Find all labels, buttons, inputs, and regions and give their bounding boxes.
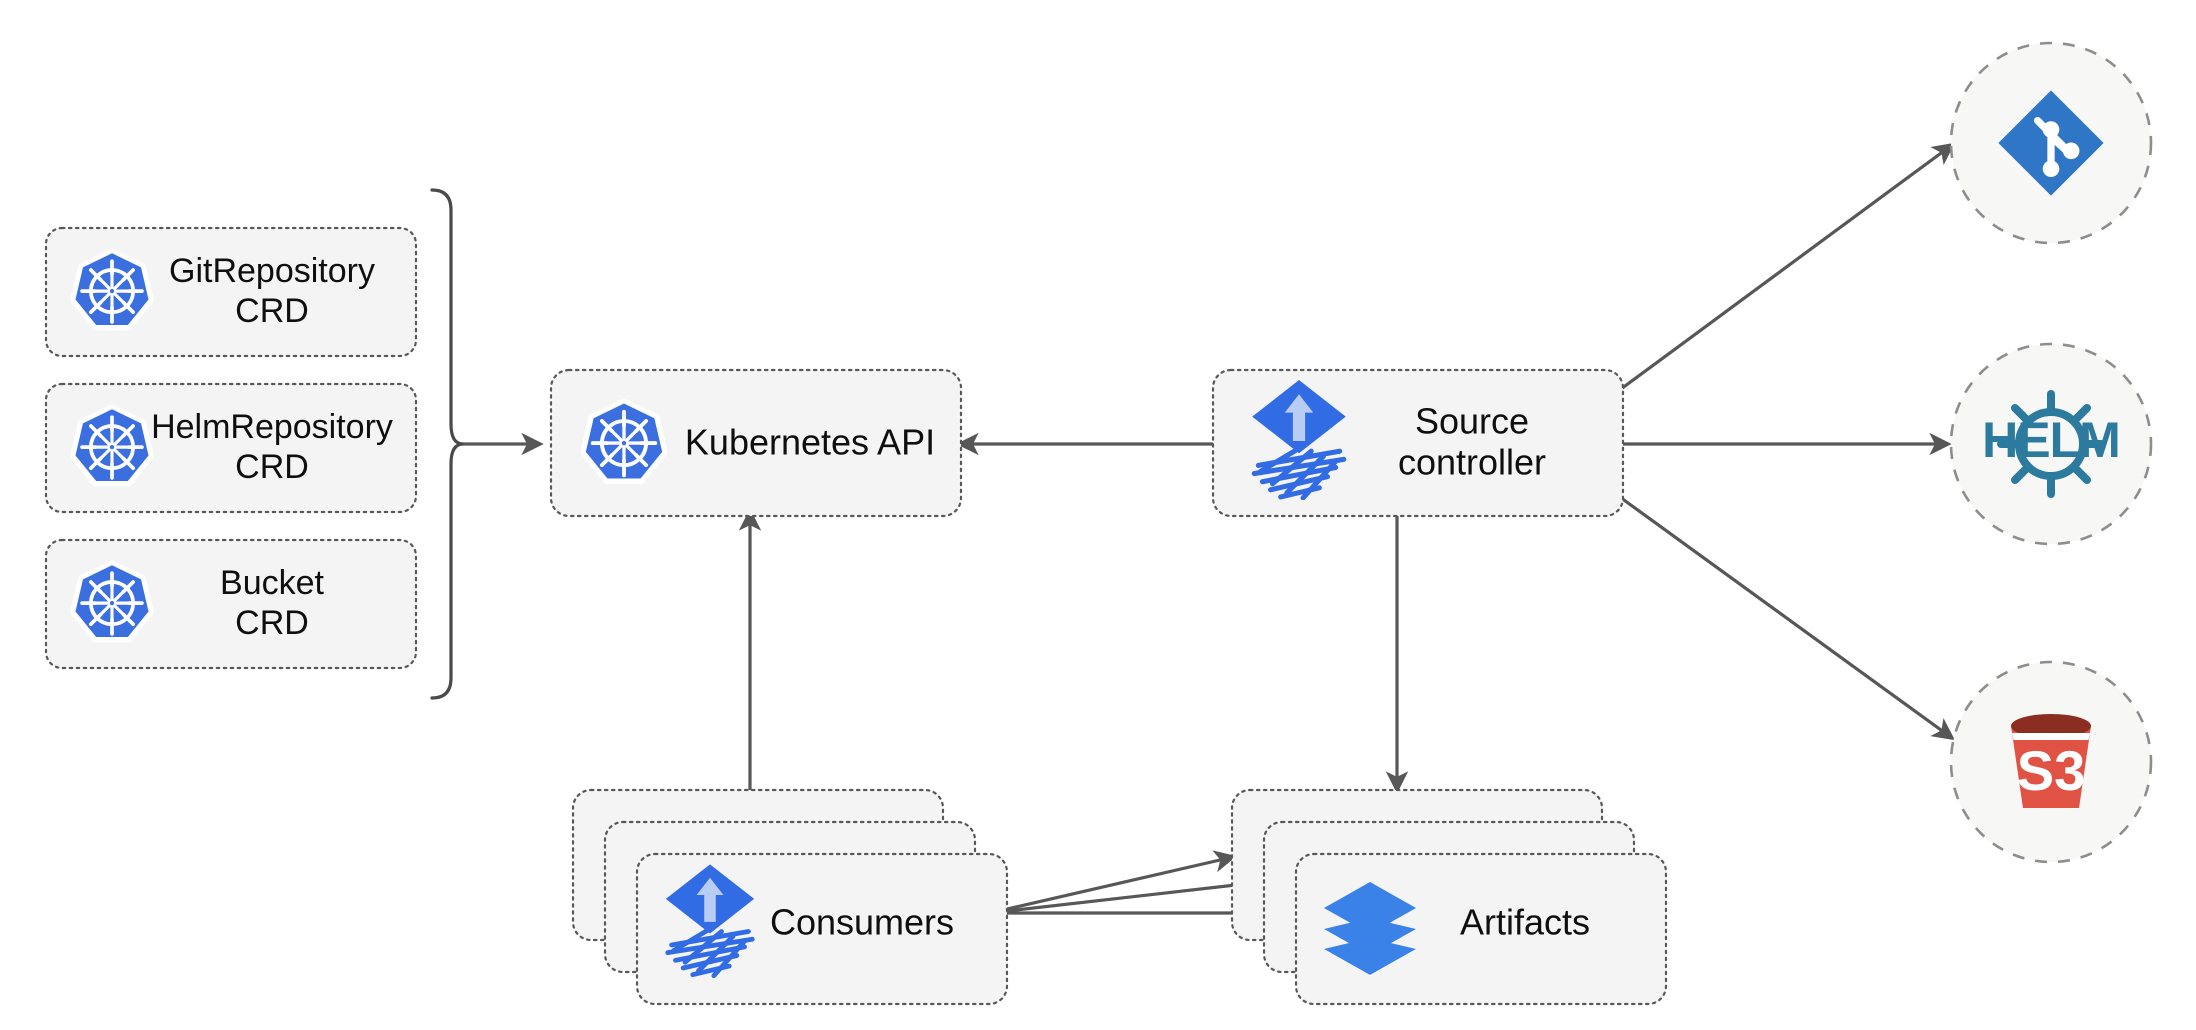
crd-label-line2: CRD <box>235 448 309 486</box>
crd-group: GitRepository CRD HelmRepository CRD Buc… <box>44 226 418 670</box>
node-consumers[interactable]: Consumers <box>571 788 1009 1006</box>
kubernetes-api-label: Kubernetes API <box>685 422 935 463</box>
edge-consumers-to-artifacts-1 <box>989 850 1237 915</box>
crd-box-background <box>44 382 418 514</box>
node-artifacts[interactable]: Artifacts <box>1230 788 1668 1006</box>
node-source-controller[interactable]: Source controller <box>1211 368 1625 518</box>
artifacts-stack-front <box>1294 852 1668 1006</box>
edge-layer <box>430 142 1956 925</box>
kubernetes-icon <box>73 564 150 640</box>
node-source-git[interactable] <box>1949 41 2153 245</box>
crd-label-line1: GitRepository <box>169 252 375 290</box>
source-controller-label-line2: controller <box>1398 442 1546 483</box>
crd-group-brace <box>430 188 465 700</box>
kubernetes-icon <box>73 252 150 328</box>
kubernetes-icon <box>584 402 665 481</box>
edge-source-to-git <box>1605 142 1956 402</box>
crd-label-line1: Bucket <box>220 564 324 602</box>
helm-circle-background <box>1949 342 2153 546</box>
source-controller-label-line1: Source <box>1415 401 1529 442</box>
kubernetes-icon <box>73 408 150 484</box>
edge-consumers-to-artifacts-2 <box>989 872 1266 915</box>
node-source-helm[interactable]: HELM <box>1949 342 2153 546</box>
crd-label-line2: CRD <box>235 292 309 330</box>
node-source-s3[interactable]: S3 <box>1949 660 2153 864</box>
artifacts-label: Artifacts <box>1460 902 1590 943</box>
crd-box-background <box>44 226 418 358</box>
consumers-label: Consumers <box>770 902 954 943</box>
crd-box-gitrepository[interactable]: GitRepository CRD <box>44 226 418 358</box>
crd-label-line2: CRD <box>235 604 309 642</box>
helm-label: HELM <box>1982 412 2120 468</box>
s3-label: S3 <box>2017 739 2086 802</box>
crd-label-line1: HelmRepository <box>151 408 393 446</box>
node-kubernetes-api[interactable]: Kubernetes API <box>549 368 963 518</box>
crd-box-bucket[interactable]: Bucket CRD <box>44 538 418 670</box>
kubernetes-api-background <box>549 368 963 518</box>
edge-source-to-s3 <box>1605 485 1956 741</box>
crd-box-background <box>44 538 418 670</box>
crd-box-helmrepository[interactable]: HelmRepository CRD <box>44 382 418 514</box>
